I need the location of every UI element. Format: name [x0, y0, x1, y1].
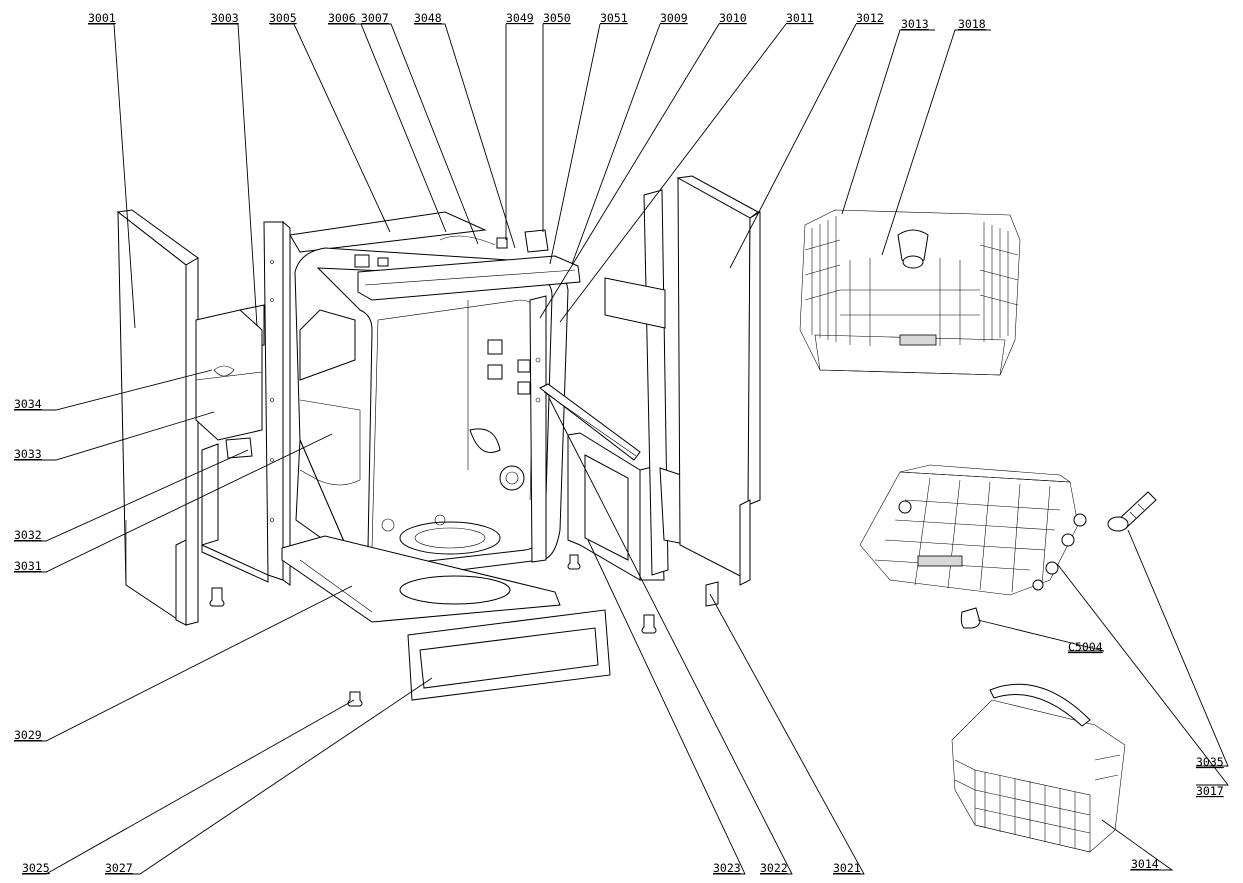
label-3048: 3048 — [414, 11, 442, 25]
label-3051: 3051 — [600, 11, 628, 25]
label-3025: 3025 — [22, 861, 50, 875]
label-3027: 3027 — [105, 861, 133, 875]
top-fittings — [354, 229, 549, 268]
small-insert-part — [960, 607, 981, 629]
right-bracket-rail — [529, 295, 547, 563]
label-3010: 3010 — [719, 11, 747, 25]
leader-lines — [14, 23, 1229, 875]
clip-part — [705, 581, 719, 607]
label-3029: 3029 — [14, 728, 42, 742]
label-3031: 3031 — [14, 559, 42, 573]
label-C5004: C5004 — [1068, 640, 1103, 654]
part-labels: 3001 3003 3005 3006 3007 3048 3049 3050 … — [14, 11, 1224, 875]
label-3001: 3001 — [88, 11, 116, 25]
label-3013: 3013 — [901, 17, 929, 31]
top-cover-plate — [289, 211, 487, 253]
base-tray — [281, 535, 561, 623]
label-3007: 3007 — [361, 11, 389, 25]
label-3033: 3033 — [14, 447, 42, 461]
left-side-panel — [116, 209, 199, 626]
label-3003: 3003 — [211, 11, 239, 25]
label-3023: 3023 — [713, 861, 741, 875]
label-3034: 3034 — [14, 397, 42, 411]
label-3050: 3050 — [543, 11, 571, 25]
adjustable-feet — [209, 554, 657, 707]
label-3009: 3009 — [660, 11, 688, 25]
spray-connector — [1107, 491, 1157, 532]
tub — [294, 247, 581, 581]
cutlery-basket — [951, 683, 1126, 853]
label-3035: 3035 — [1196, 755, 1224, 769]
label-3021: 3021 — [833, 861, 861, 875]
label-3006: 3006 — [328, 11, 356, 25]
rack-rail — [539, 383, 641, 461]
label-3012: 3012 — [856, 11, 884, 25]
label-3014: 3014 — [1131, 857, 1159, 871]
label-3005: 3005 — [269, 11, 297, 25]
kick-plate — [407, 609, 611, 701]
label-3017: 3017 — [1196, 784, 1224, 798]
upper-rack — [799, 209, 1021, 376]
label-3032: 3032 — [14, 528, 42, 542]
label-3049: 3049 — [506, 11, 534, 25]
insulation-panels — [195, 309, 269, 583]
lower-rack — [859, 464, 1087, 596]
right-side-panel — [676, 175, 761, 586]
label-3011: 3011 — [786, 11, 814, 25]
label-3018: 3018 — [958, 17, 986, 31]
label-3022: 3022 — [760, 861, 788, 875]
